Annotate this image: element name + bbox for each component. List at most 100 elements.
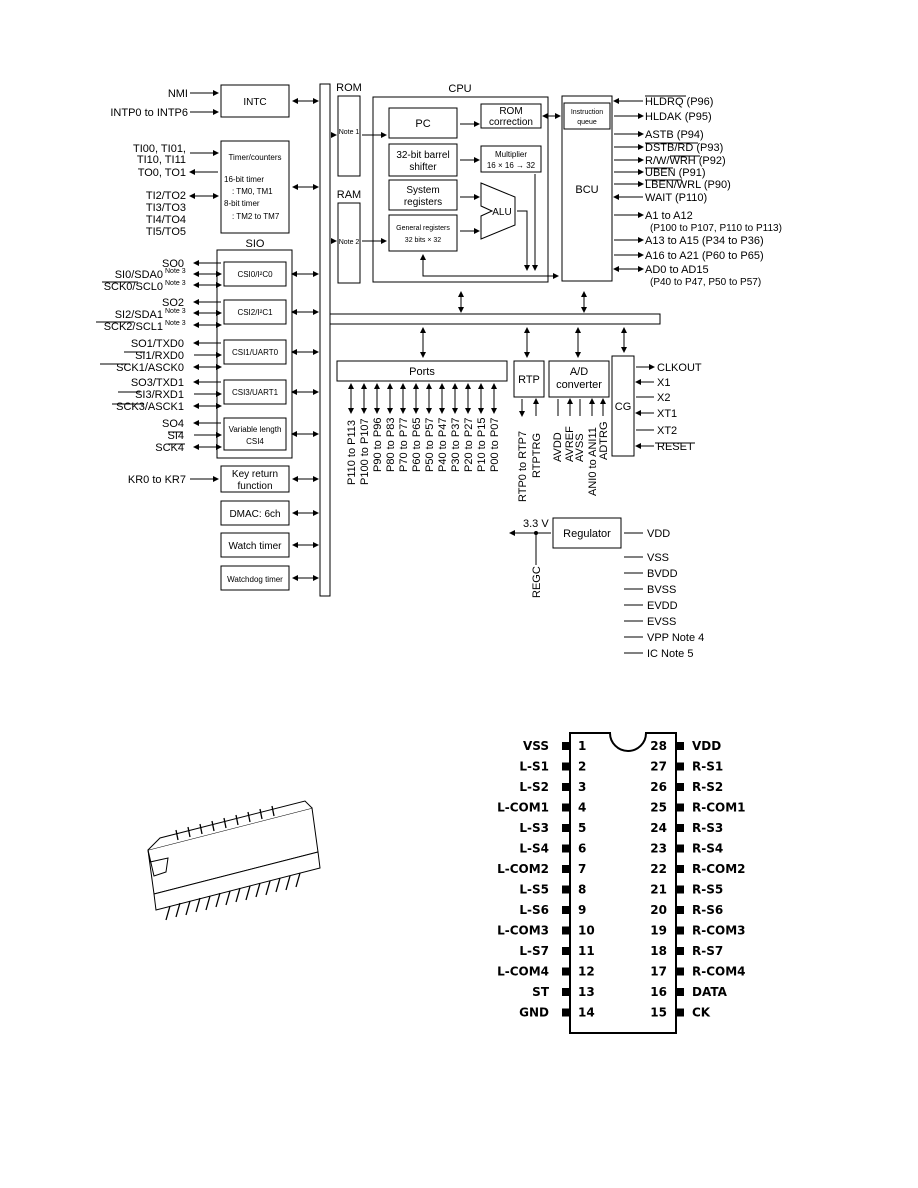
pin-number: 4 (578, 801, 586, 815)
si0-label: SI0/SDA0 (115, 269, 163, 281)
note3-c: Note 3 (165, 308, 186, 315)
kr-label: KR0 to KR7 (128, 474, 186, 486)
pin-lead (676, 1008, 684, 1017)
pin-lead (676, 967, 684, 976)
pin-lead (562, 906, 570, 914)
a1-label: A1 to A12 (645, 210, 693, 222)
pin-name: L-S3 (519, 821, 549, 835)
regc-label: REGC (531, 566, 543, 598)
pin-number: 16 (650, 985, 667, 999)
pin-number: 21 (650, 883, 667, 897)
pin-name: DATA (692, 985, 728, 999)
pin-number: 23 (650, 842, 667, 856)
pin-lead (562, 742, 570, 750)
pin-name: R-S4 (692, 842, 723, 856)
right-signal-arrows (613, 98, 655, 449)
left-pins: 1VSS2L-S13L-S24L-COM15L-S36L-S47L-COM28L… (497, 739, 595, 1020)
port-label-7: P40 to P47 (437, 418, 449, 472)
pin-name: L-COM4 (497, 965, 549, 979)
xt1-label: XT1 (657, 408, 677, 420)
evss-pin: EVSS (647, 616, 676, 628)
cg-label: CG (615, 401, 632, 413)
xt2-label: XT2 (657, 425, 677, 437)
x1-label: X1 (657, 377, 670, 389)
pin-name: R-S7 (692, 944, 723, 958)
genreg-block (388, 214, 458, 252)
romcorr-a: ROM (499, 106, 522, 117)
ad0-sub-label: (P40 to P47, P50 to P57) (650, 277, 761, 288)
pin-number: 20 (650, 903, 667, 917)
pin-lead (562, 1008, 570, 1017)
pin-name: R-COM2 (692, 862, 746, 876)
csi4-a: Variable length (229, 425, 282, 434)
si1-label: SI1/RXD0 (135, 350, 184, 362)
pin-number: 5 (578, 821, 586, 835)
dmac-label: DMAC: 6ch (229, 509, 280, 520)
cg-block (611, 355, 635, 457)
rw-label: R/W/WRH (P92) (645, 155, 726, 167)
ti-b-label: TI10, TI11 (137, 154, 186, 166)
sck0-label: SCK0/SCL0 (104, 281, 163, 293)
pin-lead (562, 967, 570, 976)
ports-label: Ports (409, 366, 435, 378)
bcu-block (561, 95, 613, 282)
pin-lead (562, 988, 570, 996)
ports-block (336, 360, 508, 382)
csi2-label: CSI2/I²C1 (237, 308, 273, 317)
pin-name: VDD (692, 739, 721, 753)
key-return-block (220, 465, 290, 493)
key-a: Key return (232, 469, 278, 480)
vss-pin: VSS (647, 552, 669, 564)
ad-label-2: AVSS (574, 433, 586, 462)
mult-b: 16 × 16 → 32 (487, 161, 536, 170)
vpp-pin: VPP Note 4 (647, 632, 704, 644)
pin-number: 6 (578, 842, 586, 856)
pin-name: L-S7 (519, 944, 549, 958)
csi2-block (223, 299, 287, 325)
iq-a: Instruction (571, 109, 603, 116)
port-label-5: P60 to P65 (411, 418, 423, 472)
note2-label: Note 2 (339, 239, 360, 246)
clkout-label: CLKOUT (657, 362, 702, 374)
cpu-block (372, 96, 549, 283)
pin-name: L-COM2 (497, 862, 549, 876)
sck4-label: SCK4 (155, 442, 184, 454)
genreg-a: General registers (396, 225, 450, 232)
pin-name: VSS (523, 739, 549, 753)
pin-number: 9 (578, 903, 586, 917)
pin-lead (676, 885, 684, 894)
a13-label: A13 to A15 (P34 to P36) (645, 235, 764, 247)
csi4-block (223, 417, 287, 451)
csi4-b: CSI4 (246, 437, 264, 446)
ram-label: RAM (337, 189, 361, 201)
csi0-label: CSI0/I²C0 (237, 270, 273, 279)
csi3-label: CSI3/UART1 (232, 388, 279, 397)
pin-name: R-S3 (692, 821, 723, 835)
pc-label: PC (415, 118, 430, 130)
pin-lead (562, 885, 570, 894)
pin-name: L-COM1 (497, 801, 549, 815)
sio-title: SIO (246, 238, 265, 250)
so3-label: SO3/TXD1 (131, 377, 184, 389)
sck2-label: SCK2/SCL1 (104, 321, 163, 333)
ram-block (337, 202, 361, 284)
pin-lead (562, 824, 570, 832)
ad-label-4: ADTRG (598, 422, 610, 461)
pin-number: 11 (578, 944, 595, 958)
pin-name: L-S4 (519, 842, 549, 856)
so0-label: SO0 (162, 258, 184, 270)
timer-16: 16-bit timer (224, 175, 264, 184)
pin-lead (676, 844, 684, 853)
port-label-1: P100 to P107 (359, 418, 371, 485)
rtp-block (513, 360, 545, 398)
pin-name: L-S6 (519, 903, 549, 917)
ti2-label: TI2/TO2 (146, 190, 186, 202)
pin-number: 24 (650, 821, 667, 835)
pin-number: 7 (578, 862, 586, 876)
intp-label: INTP0 to INTP6 (110, 107, 188, 119)
dmac-block (220, 500, 290, 526)
dip-package (569, 732, 677, 1034)
uben-label: UBEN (P91) (645, 167, 706, 179)
